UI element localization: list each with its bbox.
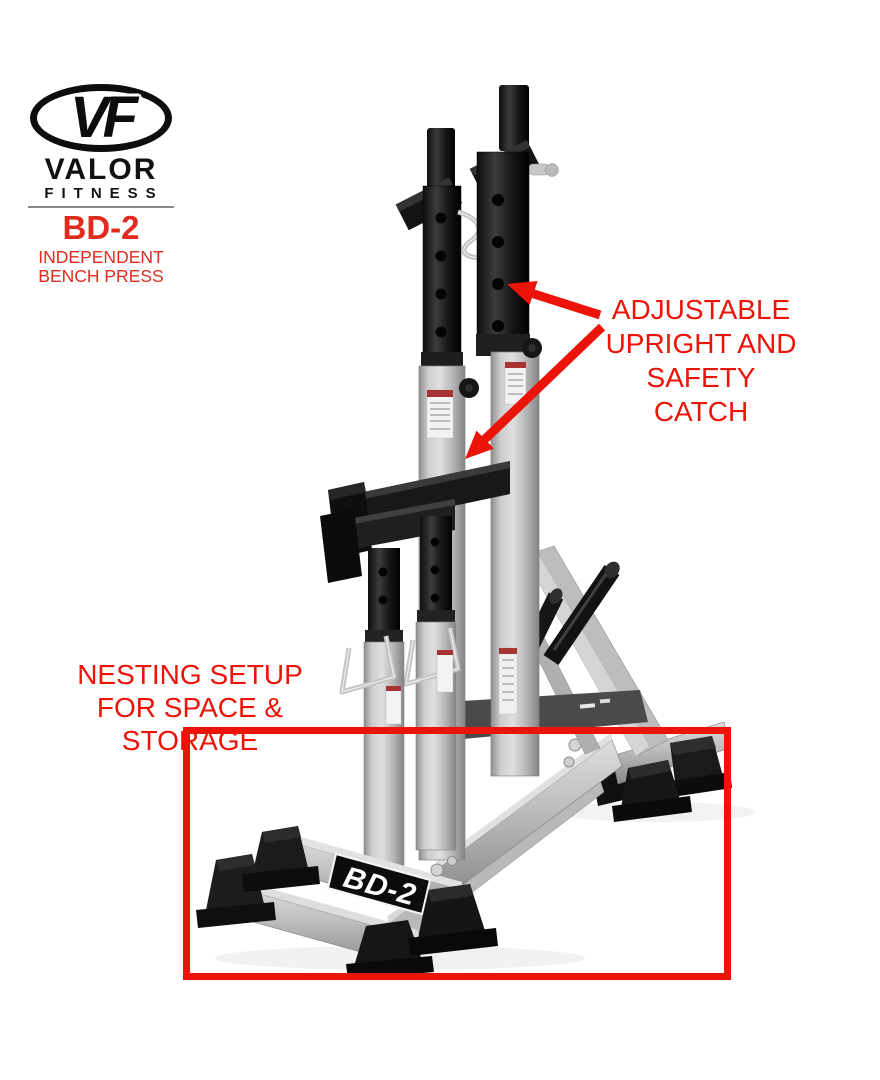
safety-catch-arms (320, 461, 510, 583)
callout-adjustable-line2: UPRIGHT AND (605, 328, 797, 359)
callout-adjustable-line1: ADJUSTABLE (611, 294, 791, 325)
callout-adjustable-upright: ADJUSTABLE UPRIGHT AND SAFETY CATCH (596, 293, 806, 429)
model-code: BD-2 (62, 209, 140, 246)
safety-catch-columns (339, 516, 461, 869)
callout-adjustable-line3: SAFETY CATCH (646, 362, 756, 427)
brand-block: VF VALOR FITNESS BD-2 INDEPENDENT BENCH … (26, 84, 176, 286)
brand-subname: FITNESS (44, 185, 164, 202)
vf-logo-ellipse: VF (30, 84, 172, 152)
nesting-highlight-box (183, 727, 731, 980)
product-name-line1: INDEPENDENT (38, 247, 164, 267)
brand-name: VALOR (44, 153, 158, 186)
callout-nesting-line2: FOR SPACE & STORAGE (96, 692, 284, 756)
vf-monogram: VF (69, 85, 138, 150)
product-name-line2: BENCH PRESS (38, 266, 164, 286)
front-foot-assemblies: BD-2 (196, 826, 498, 980)
brand-divider (28, 206, 174, 208)
callout-nesting-line1: NESTING SETUP (77, 659, 303, 690)
callout-nesting-setup: NESTING SETUP FOR SPACE & STORAGE (33, 658, 347, 757)
